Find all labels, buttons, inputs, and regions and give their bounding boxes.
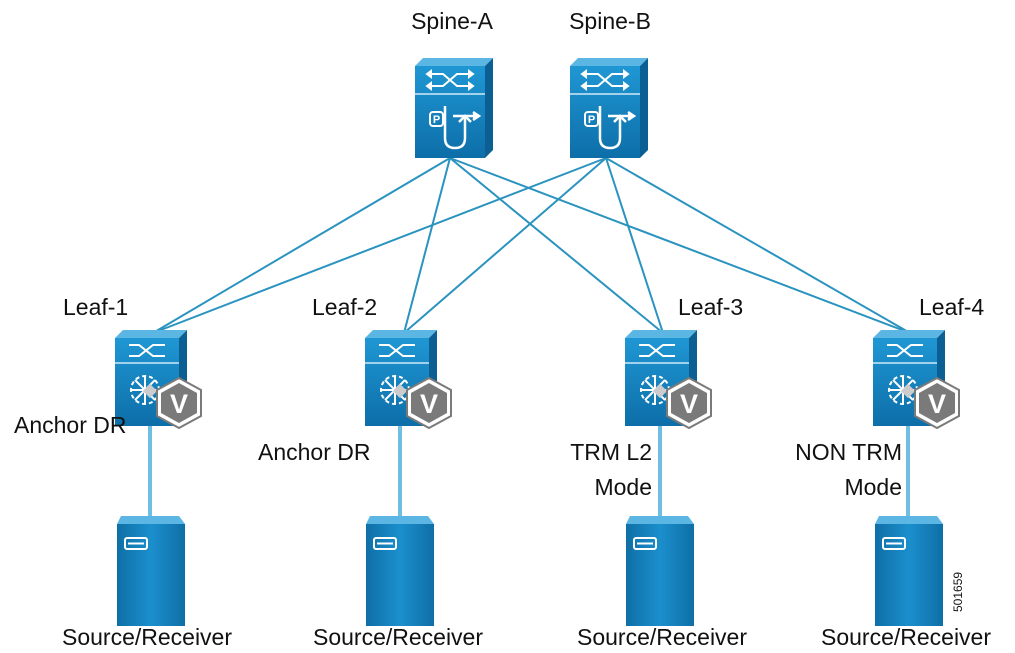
leaf-4-mode-label-line1: NON TRM (795, 439, 902, 465)
vtep-v-badge-icon: V (156, 376, 202, 430)
link-spine-b-leaf-4 (605, 157, 911, 334)
spine-router-switch-icon: P (570, 58, 648, 158)
access-links (148, 418, 910, 520)
svg-text:P: P (433, 114, 440, 126)
leaf-4-device: V (873, 330, 960, 430)
svg-text:V: V (170, 389, 188, 419)
server-icon (366, 516, 434, 626)
spine-b-label: Spine-B (569, 8, 651, 34)
leaf-4-label: Leaf-4 (919, 294, 985, 320)
link-spine-a-leaf-3 (449, 157, 664, 334)
host-4-label: Source/Receiver (820, 624, 992, 650)
server-icon (117, 516, 185, 626)
spine-router-switch-icon: P (415, 58, 493, 158)
link-spine-b-leaf-2 (403, 157, 607, 334)
vtep-v-badge-icon: V (406, 376, 452, 430)
host-3-label: Source/Receiver (576, 624, 748, 650)
svg-text:V: V (420, 389, 438, 419)
fabric-links (152, 157, 911, 334)
leaf-2-label: Leaf-2 (312, 294, 378, 320)
server-icon (626, 516, 694, 626)
leaf-3-label: Leaf-3 (678, 294, 744, 320)
leaf-1-device: V (115, 330, 202, 430)
svg-text:V: V (680, 389, 698, 419)
vtep-v-badge-icon: V (914, 376, 960, 430)
svg-text:V: V (928, 389, 946, 419)
link-spine-a-leaf-1 (152, 157, 451, 334)
leaf-2-device: V (365, 330, 452, 430)
vtep-v-badge-icon: V (666, 376, 712, 430)
server-icon (875, 516, 943, 626)
link-spine-a-leaf-4 (449, 157, 911, 334)
leaf-3-mode-label-line1: TRM L2 (570, 439, 652, 465)
figure-id: 501659 (951, 571, 965, 612)
leaf-1-label: Leaf-1 (63, 294, 129, 320)
leaf-3-device: V (625, 330, 712, 430)
svg-text:P: P (588, 114, 595, 126)
link-spine-b-leaf-1 (152, 157, 607, 334)
host-2-label: Source/Receiver (312, 624, 484, 650)
spine-a-label: Spine-A (411, 8, 493, 34)
link-spine-b-leaf-3 (605, 157, 664, 334)
leaf-2-mode-label: Anchor DR (258, 439, 371, 465)
link-spine-a-leaf-2 (403, 157, 451, 334)
leaf-4-mode-label-line2: Mode (844, 474, 902, 500)
leaf-1-mode-label: Anchor DR (14, 412, 127, 438)
leaf-3-mode-label-line2: Mode (594, 474, 652, 500)
host-1-label: Source/Receiver (61, 624, 233, 650)
